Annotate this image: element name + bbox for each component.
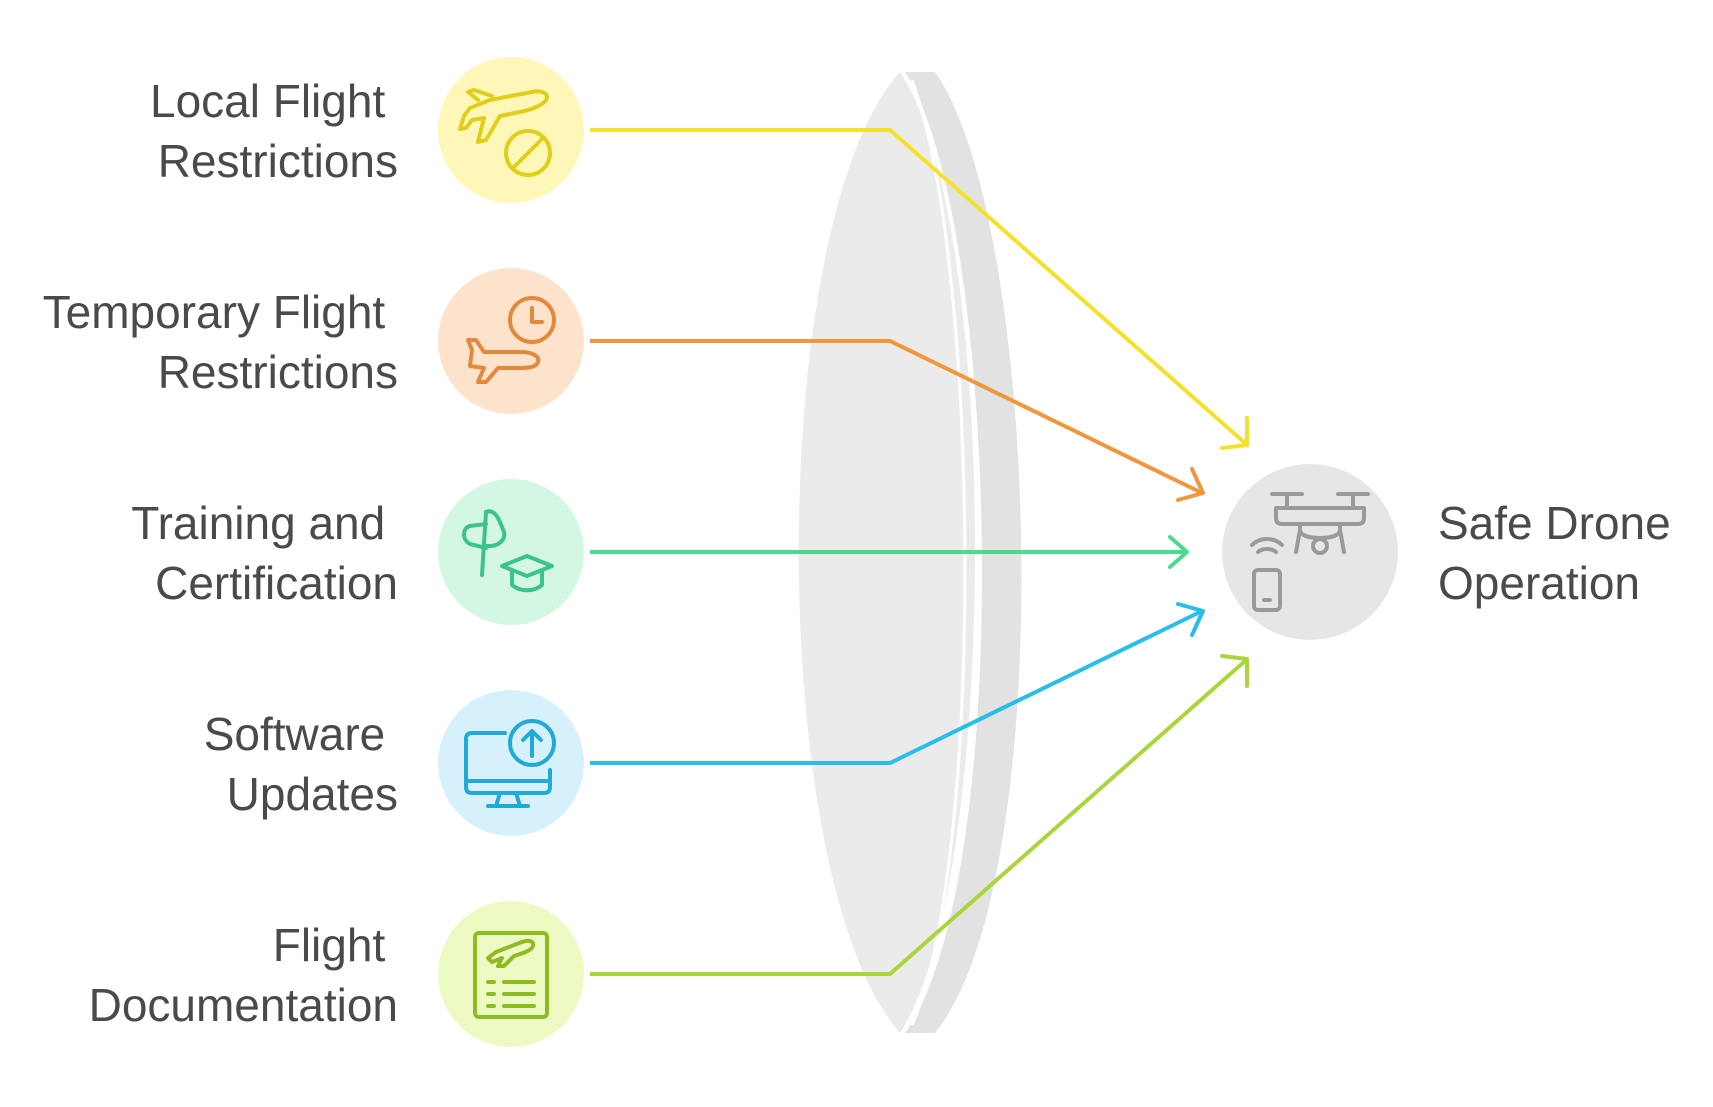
drone-remote-icon xyxy=(1250,492,1370,612)
flight-document-icon xyxy=(473,931,549,1019)
output-node-safe-drone-operation: Safe Drone Operation xyxy=(1222,464,1683,640)
monitor-upload-icon xyxy=(464,719,556,808)
label-software-updates: Software Updates xyxy=(204,708,398,820)
input-node-flight-documentation: Flight Documentation xyxy=(89,901,584,1047)
label-flight-documentation: Flight Documentation xyxy=(89,919,398,1031)
label-line-2: Updates xyxy=(227,768,398,820)
label-line-2: Documentation xyxy=(89,979,398,1031)
connector-arrows xyxy=(590,128,1249,976)
label-line-1: Flight xyxy=(273,919,386,971)
input-node-training-and-certification: Training and Certification xyxy=(131,479,584,625)
label-training-and-certification: Training and Certification xyxy=(131,497,398,609)
node-circle xyxy=(438,479,584,625)
airplane-prohibited-icon xyxy=(458,88,552,177)
node-circle xyxy=(1222,464,1398,640)
lens-back xyxy=(905,72,1022,1033)
label-line-1: Safe Drone xyxy=(1438,497,1671,549)
label-line-1: Software xyxy=(204,708,386,760)
input-node-local-flight-restrictions: Local Flight Restrictions xyxy=(150,57,584,203)
label-local-flight-restrictions: Local Flight Restrictions xyxy=(150,75,398,187)
node-circle xyxy=(438,690,584,836)
label-line-2: Certification xyxy=(155,557,398,609)
arrow-temporary-flight-restrictions xyxy=(590,339,1205,502)
arrow-flight-documentation xyxy=(590,654,1249,976)
input-node-temporary-flight-restrictions: Temporary Flight Restrictions xyxy=(43,268,584,414)
arrow-training-and-certification xyxy=(590,535,1189,569)
label-safe-drone-operation: Safe Drone Operation xyxy=(1438,497,1683,609)
label-line-2: Restrictions xyxy=(158,135,398,187)
lens-highlight xyxy=(910,79,967,1026)
input-node-software-updates: Software Updates xyxy=(204,690,584,836)
label-line-2: Operation xyxy=(1438,557,1640,609)
arrow-software-updates xyxy=(590,602,1205,765)
label-line-1: Local Flight xyxy=(150,75,385,127)
node-circle xyxy=(438,901,584,1047)
airplane-clock-icon xyxy=(466,296,556,384)
node-circle xyxy=(438,268,584,414)
label-line-2: Restrictions xyxy=(158,346,398,398)
flag-graduation-cap-icon xyxy=(462,509,554,593)
label-line-1: Training and xyxy=(131,497,385,549)
arrow-local-flight-restrictions xyxy=(590,128,1249,450)
label-temporary-flight-restrictions: Temporary Flight Restrictions xyxy=(43,286,398,398)
label-line-1: Temporary Flight xyxy=(43,286,386,338)
